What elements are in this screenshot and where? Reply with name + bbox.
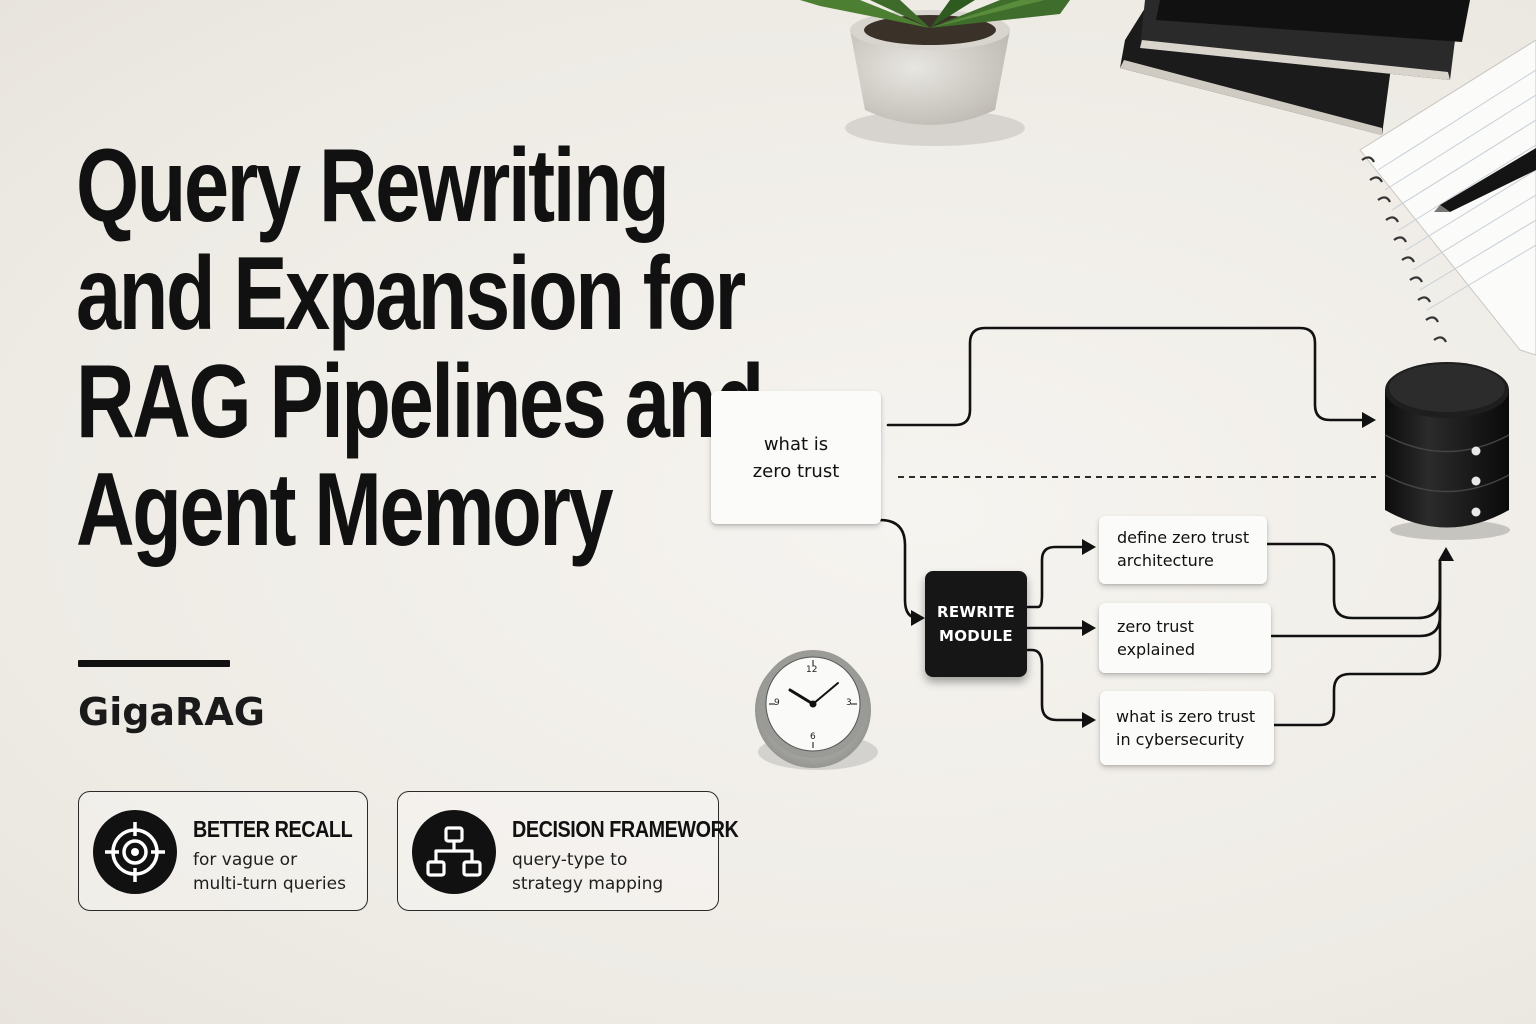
feature-desc-line: for vague or xyxy=(193,850,298,870)
rewrite-query-line: explained xyxy=(1117,640,1196,659)
rewrite-query-box: define zero trust architecture xyxy=(1099,516,1267,584)
input-query-line: what is xyxy=(763,433,829,455)
flowchart-icon xyxy=(412,810,496,894)
title-line: RAG Pipelines and xyxy=(76,344,764,460)
clock-numeral-12: 12 xyxy=(806,665,818,675)
input-query-line: zero trust xyxy=(752,460,840,482)
flow-connectors xyxy=(878,326,1442,727)
feature-desc-line: query-type to xyxy=(512,850,628,870)
plant-pot xyxy=(800,0,1070,146)
feature-description: for vague or multi-turn queries xyxy=(193,848,346,896)
target-icon xyxy=(93,810,177,894)
module-label-line: REWRITE xyxy=(936,603,1016,621)
clock-numeral-3: 3 xyxy=(846,698,852,708)
notebook xyxy=(1359,39,1536,356)
brand-name: GigaRAG xyxy=(78,690,265,734)
clock-numeral-6: 6 xyxy=(810,732,816,742)
title-line: Query Rewriting xyxy=(76,128,670,244)
title-underline xyxy=(78,660,230,667)
rewrite-query-box: what is zero trust in cybersecurity xyxy=(1100,691,1274,765)
feature-desc-line: strategy mapping xyxy=(512,874,664,894)
feature-card-better-recall: BETTER RECALL for vague or multi-turn qu… xyxy=(78,791,368,911)
module-label-line: MODULE xyxy=(939,627,1013,645)
page-title: Query Rewriting and Expansion for RAG Pi… xyxy=(76,128,764,568)
feature-title: DECISION FRAMEWORK xyxy=(512,816,739,842)
input-query-box: what is zero trust xyxy=(711,391,881,524)
clock xyxy=(755,650,878,770)
clock-numeral-9: 9 xyxy=(774,698,780,708)
book-stack xyxy=(1120,0,1470,135)
rewrite-module-box: REWRITE MODULE xyxy=(925,571,1027,677)
arrowheads xyxy=(911,412,1454,728)
title-line: and Expansion for xyxy=(76,236,746,352)
rewrite-query-box: zero trust explained xyxy=(1099,603,1271,673)
title-line: Agent Memory xyxy=(76,452,614,568)
rewrite-query-line: define zero trust xyxy=(1117,528,1250,547)
database-icon xyxy=(1384,362,1510,540)
rewrite-query-line: what is zero trust xyxy=(1116,707,1256,726)
rewrite-query-line: architecture xyxy=(1117,551,1214,570)
feature-title: BETTER RECALL xyxy=(193,816,353,842)
feature-card-decision-framework: DECISION FRAMEWORK query-type to strateg… xyxy=(397,791,739,911)
feature-desc-line: multi-turn queries xyxy=(193,874,346,894)
rewrite-query-line: in cybersecurity xyxy=(1116,730,1245,749)
feature-description: query-type to strategy mapping xyxy=(512,848,663,896)
rewrite-query-line: zero trust xyxy=(1117,617,1194,636)
